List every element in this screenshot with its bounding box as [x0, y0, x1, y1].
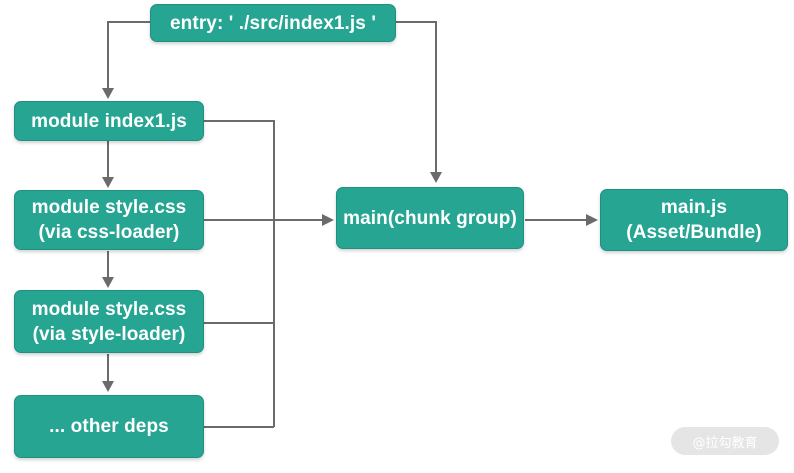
module-index1-node: module index1.js	[14, 101, 204, 141]
connector-arrowheads	[102, 88, 598, 392]
module-style-css-loader-node: module style.css (via css-loader)	[14, 190, 204, 250]
entry-node: entry: ' ./src/index1.js '	[150, 4, 396, 42]
arrowhead-module-index1	[102, 88, 114, 99]
main-js-asset-node: main.js (Asset/Bundle)	[600, 189, 788, 251]
arrowhead-style-style-loader	[102, 277, 114, 288]
arrowhead-main-chunk-group-left	[322, 214, 334, 226]
arrowhead-other-deps	[102, 381, 114, 392]
arrowhead-main-chunk-group-top	[430, 172, 442, 183]
edge-entry-to-main-chunk-group	[396, 21, 437, 172]
other-deps-node: ... other deps	[14, 395, 204, 458]
module-style-style-loader-node: module style.css (via style-loader)	[14, 290, 204, 353]
arrowhead-style-css-loader	[102, 177, 114, 188]
edge-module-index1-collector	[204, 120, 275, 427]
arrowhead-main-js	[586, 214, 598, 226]
main-chunk-group-node: main(chunk group)	[336, 187, 524, 249]
edge-entry-to-module-index1	[107, 21, 150, 88]
watermark-badge: @拉勾教育	[671, 427, 779, 455]
connector-lines	[107, 21, 586, 428]
